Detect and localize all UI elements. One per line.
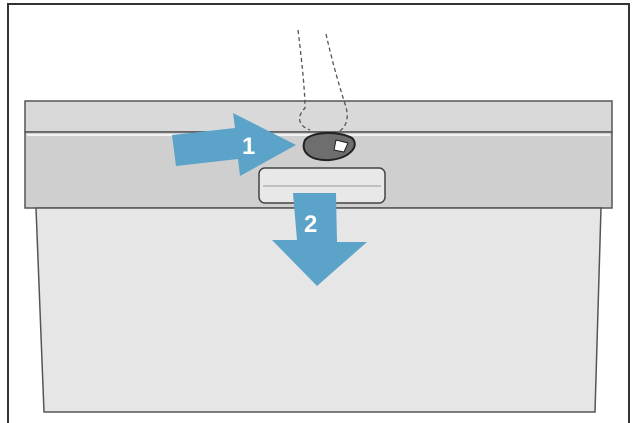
finger-outline bbox=[297, 29, 311, 131]
door-release-button bbox=[302, 132, 356, 162]
step-1-arrow bbox=[172, 113, 296, 176]
finger-outline-right bbox=[325, 33, 348, 133]
step-1-label: 1 bbox=[242, 133, 255, 160]
step-2-arrow bbox=[272, 193, 367, 286]
step-2-label: 2 bbox=[304, 211, 317, 238]
door-front bbox=[35, 207, 602, 413]
appliance-top bbox=[24, 100, 613, 133]
